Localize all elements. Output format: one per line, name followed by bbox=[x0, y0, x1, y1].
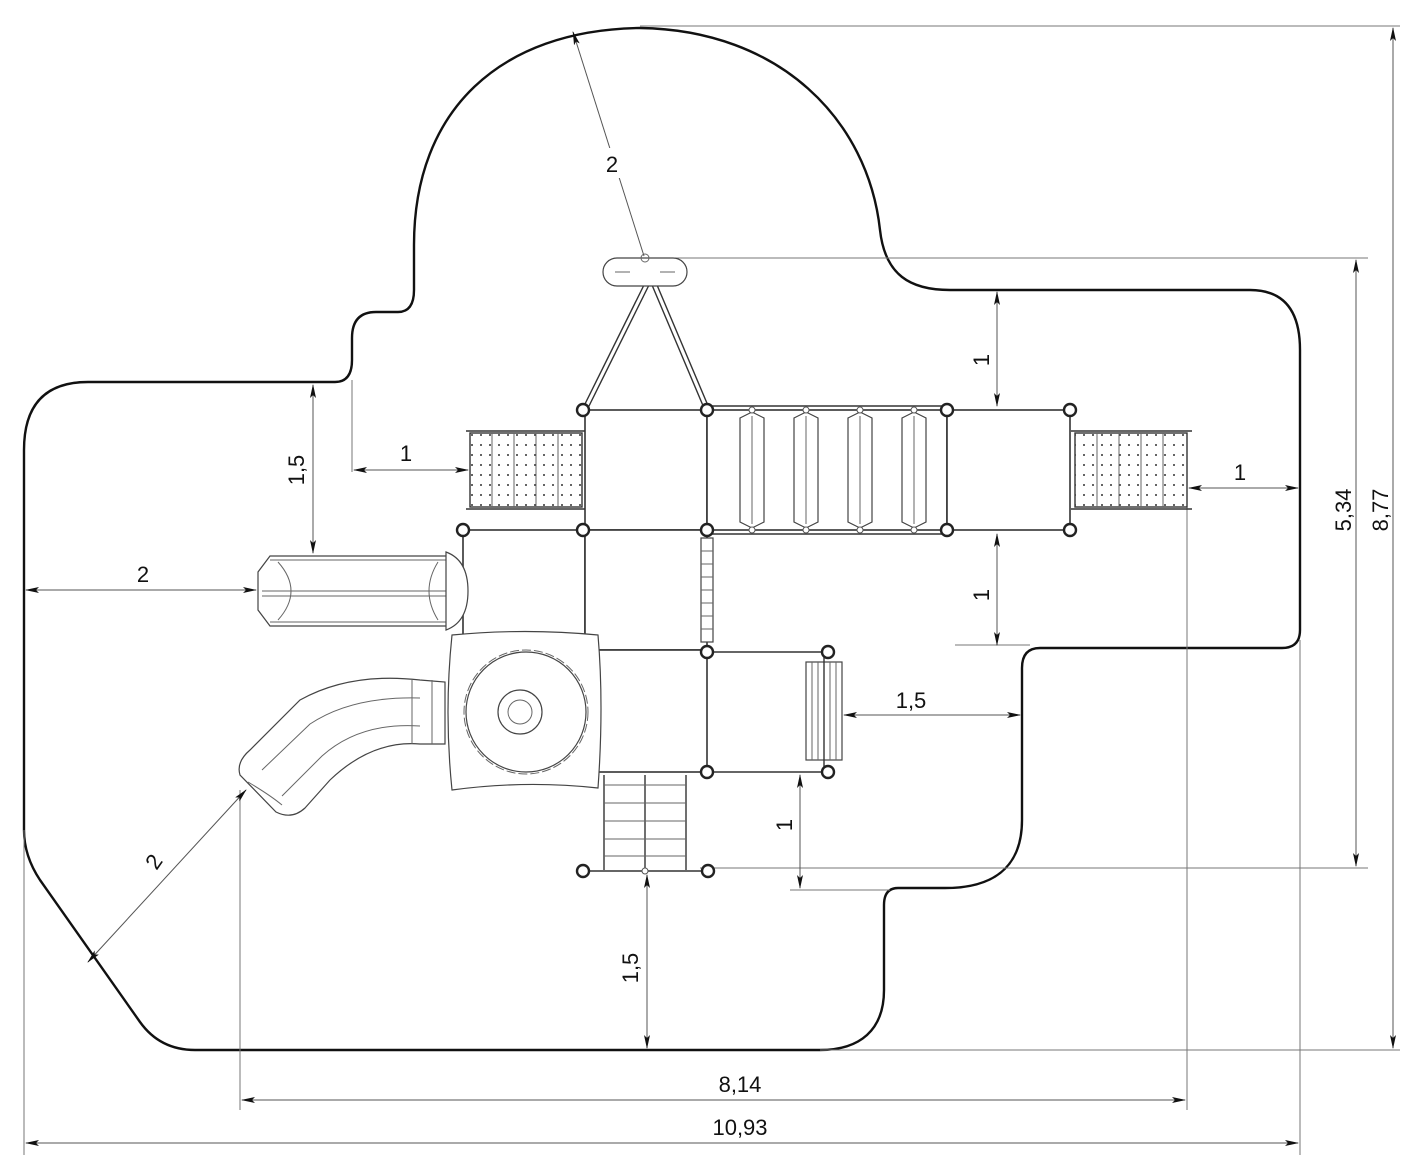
deck-lower bbox=[584, 649, 708, 773]
label-top-left-clearance: 1,5 bbox=[284, 455, 309, 486]
label-lower-right-clearance: 1 bbox=[969, 589, 994, 601]
posts bbox=[455, 402, 1078, 879]
tube-slide bbox=[257, 551, 469, 631]
step-ladder bbox=[707, 651, 843, 773]
safety-zone-outline bbox=[22, 26, 1302, 1052]
bridge-planks bbox=[739, 411, 927, 529]
label-overall-width: 10,93 bbox=[712, 1115, 767, 1140]
left-stairs bbox=[466, 430, 586, 510]
dim-corner-slide bbox=[87, 789, 247, 963]
dimension-labels: 2 1,5 1 2 1 1 1 1,5 1 1,5 2 5,34 8,77 8,… bbox=[137, 148, 1393, 1140]
label-right-stairs-clearance: 1 bbox=[1234, 460, 1246, 485]
label-left-stairs-clearance: 1 bbox=[400, 441, 412, 466]
rung-ladder bbox=[700, 537, 714, 643]
label-equipment-depth: 5,34 bbox=[1331, 489, 1356, 532]
extension-lines bbox=[23, 25, 1400, 1155]
label-corner-slide-radius: 2 bbox=[140, 850, 168, 874]
label-step-ladder-clearance: 1,5 bbox=[896, 688, 927, 713]
deck-middle bbox=[584, 529, 708, 651]
dimension-lines bbox=[25, 27, 1396, 1146]
label-bottom-net-clearance: 1,5 bbox=[618, 953, 643, 984]
label-overall-depth: 8,77 bbox=[1368, 489, 1393, 532]
dim-spinner-radius bbox=[572, 31, 645, 257]
deck-middle-left bbox=[462, 529, 586, 651]
right-stairs bbox=[1071, 430, 1192, 510]
label-equipment-width: 8,14 bbox=[719, 1072, 762, 1097]
deck-upper-right bbox=[946, 409, 1071, 531]
spinner-seat bbox=[582, 253, 710, 409]
label-steps-clearance: 1 bbox=[772, 819, 797, 831]
climbing-net bbox=[582, 775, 708, 872]
wobble-bridge bbox=[706, 405, 948, 535]
playground-equipment bbox=[238, 253, 1192, 879]
label-top-right-clearance: 1 bbox=[969, 354, 994, 366]
deck-upper-left bbox=[584, 409, 708, 531]
label-spinner-radius: 2 bbox=[606, 152, 618, 177]
roof-panel-flower bbox=[447, 630, 602, 791]
curved-slide bbox=[238, 677, 446, 816]
label-left-slide-clearance: 2 bbox=[137, 562, 149, 587]
